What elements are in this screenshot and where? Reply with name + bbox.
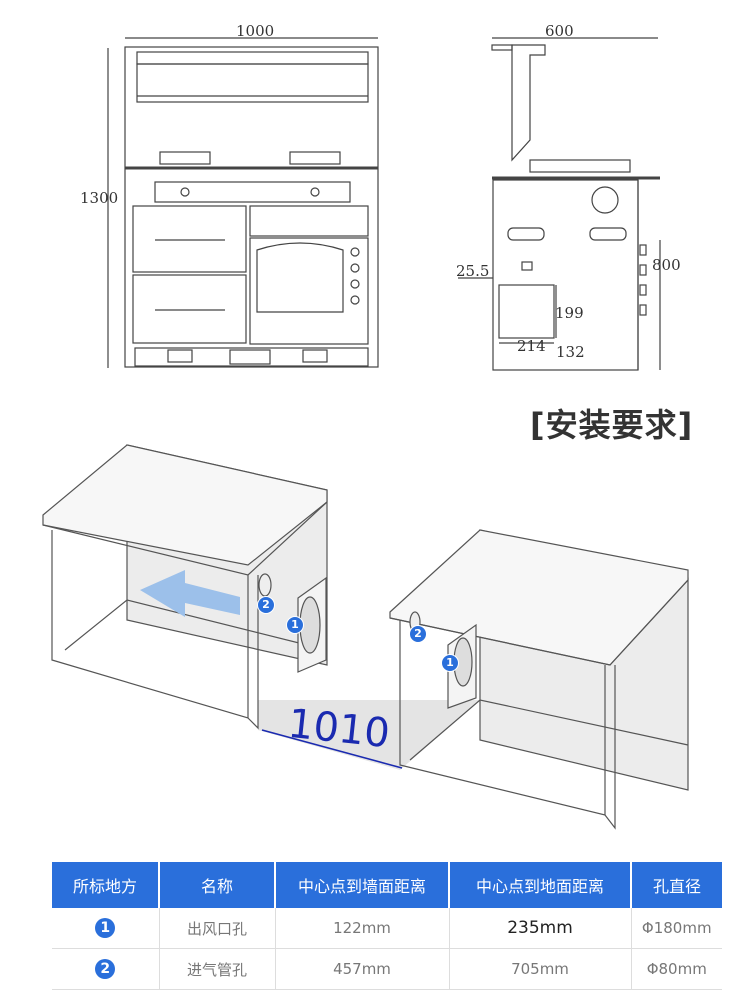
cell-diameter: Φ80mm bbox=[631, 948, 722, 990]
table-row: 2 进气管孔 457mm 705mm Φ80mm bbox=[52, 948, 722, 990]
side-view-drawing bbox=[458, 37, 661, 371]
opening-width-label: 214 bbox=[517, 337, 546, 355]
installation-diagram bbox=[42, 444, 689, 830]
header-name: 名称 bbox=[159, 862, 276, 908]
section-title: [安装要求] bbox=[530, 406, 694, 444]
cell-wall-distance: 122mm bbox=[275, 908, 450, 949]
opening-bottom-label: 132 bbox=[556, 343, 585, 361]
cell-floor-distance: 705mm bbox=[449, 948, 632, 990]
airflow-arrow-icon bbox=[140, 570, 240, 617]
header-wall-distance: 中心点到墙面距离 bbox=[275, 862, 450, 908]
header-floor-distance: 中心点到地面距离 bbox=[449, 862, 632, 908]
hole-spec-table: 所标地方 名称 中心点到墙面距离 中心点到地面距离 孔直径 1 出风口孔 122… bbox=[52, 862, 722, 990]
table-row: 1 出风口孔 122mm 235mm Φ180mm bbox=[52, 908, 722, 949]
marker-badge: 2 bbox=[95, 959, 116, 979]
table-header-row: 所标地方 名称 中心点到墙面距离 中心点到地面距离 孔直径 bbox=[52, 862, 722, 908]
marker-1-right: 1 bbox=[441, 654, 459, 672]
marker-2-right: 2 bbox=[409, 625, 427, 643]
opening-height-label: 199 bbox=[555, 304, 584, 322]
header-marker: 所标地方 bbox=[52, 862, 160, 908]
side-height-label: 800 bbox=[652, 256, 681, 274]
side-depth-label: 600 bbox=[545, 22, 574, 40]
front-width-label: 1000 bbox=[236, 22, 274, 40]
front-height-label: 1300 bbox=[80, 189, 118, 207]
cell-name: 进气管孔 bbox=[159, 948, 276, 990]
marker-2-left: 2 bbox=[257, 596, 275, 614]
cell-floor-distance: 235mm bbox=[449, 908, 632, 949]
side-offset-label: 25.5 bbox=[456, 262, 489, 280]
cell-diameter: Φ180mm bbox=[631, 908, 722, 949]
front-view-drawing bbox=[107, 37, 379, 368]
cell-wall-distance: 457mm bbox=[275, 948, 450, 990]
header-diameter: 孔直径 bbox=[631, 862, 722, 908]
marker-badge: 1 bbox=[95, 918, 116, 938]
marker-1-left: 1 bbox=[286, 616, 304, 634]
cell-name: 出风口孔 bbox=[159, 908, 276, 949]
